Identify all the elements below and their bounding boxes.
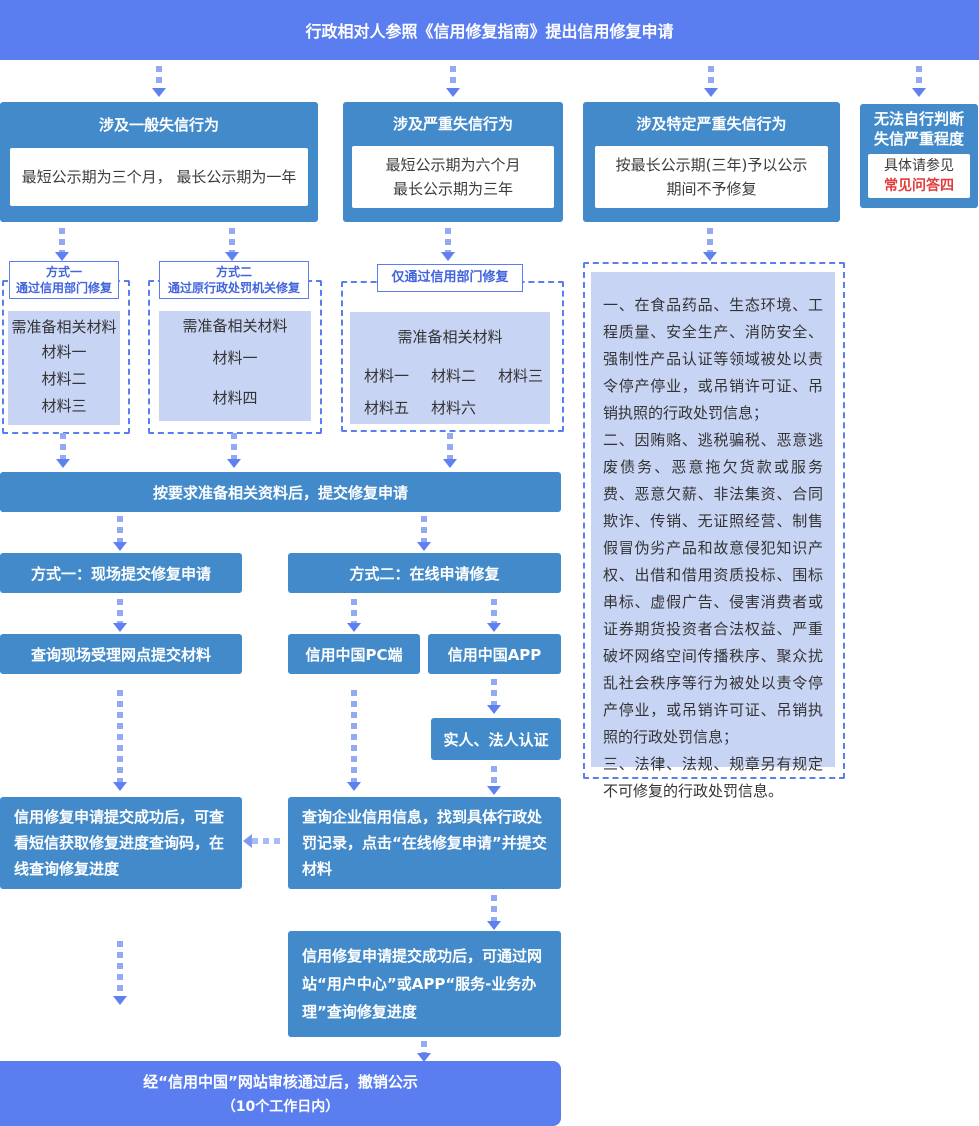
top-banner: 行政相对人参照《信用修复指南》提出信用修复申请 xyxy=(0,0,979,60)
arrow-down-icon xyxy=(491,679,497,705)
online-result-box: 信用修复申请提交成功后，可通过网站“用户中心”或APP“服务-业务办理”查询修复… xyxy=(288,931,561,1037)
column-body: 具体请参见 常见问答四 xyxy=(868,154,970,198)
column-title: 涉及一般失信行为 xyxy=(98,116,219,134)
arrow-left-icon xyxy=(252,838,284,844)
column-title: 无法自行判断 失信严重程度 xyxy=(873,110,964,148)
column-body: 按最长公示期(三年)予以公示 期间不予修复 xyxy=(595,146,828,208)
arrow-down-icon xyxy=(421,516,427,542)
notice-container xyxy=(583,262,845,779)
column-body: 最短公示期为六个月 最长公示期为三年 xyxy=(352,146,554,208)
arrow-down-icon xyxy=(351,690,357,782)
column-title: 涉及特定严重失信行为 xyxy=(636,115,787,133)
method2-materials: 需准备相关材料 材料一 材料四 xyxy=(159,311,311,421)
arrow-down-icon xyxy=(421,1041,427,1053)
arrow-down-icon xyxy=(708,66,714,88)
pc-box: 信用中国PC端 xyxy=(288,634,420,674)
notice-text: 一、在食品药品、生态环境、工程质量、安全生产、消防安全、强制性产品认证等领域被处… xyxy=(591,272,835,800)
offline-result-box: 信用修复申请提交成功后，可查看短信获取修复进度查询码，在线查询修复进度 xyxy=(0,797,242,889)
offline-step-box: 查询现场受理网点提交材料 xyxy=(0,634,242,674)
method3-materials: 需准备相关材料 材料一 材料二 材料三 材料五 材料六 xyxy=(350,312,550,424)
arrow-down-icon xyxy=(707,228,713,252)
method1-label: 方式一 通过信用部门修复 xyxy=(9,261,119,299)
arrow-down-icon xyxy=(60,433,66,459)
method1-materials: 需准备相关材料 材料一 材料二 材料三 xyxy=(8,311,120,425)
arrow-down-icon xyxy=(491,895,497,921)
column-body: 最短公示期为三个月， 最长公示期为一年 xyxy=(10,148,308,206)
arrow-down-icon xyxy=(117,690,123,782)
arrow-down-icon xyxy=(450,66,456,88)
arrow-down-icon xyxy=(351,599,357,623)
online-way-title: 方式二：在线申请修复 xyxy=(288,553,561,593)
arrow-down-icon xyxy=(916,66,922,88)
submit-bar: 按要求准备相关资料后，提交修复申请 xyxy=(0,472,561,512)
column-specific-serious-dishonesty: 涉及特定严重失信行为 按最长公示期(三年)予以公示 期间不予修复 xyxy=(583,102,840,222)
online-step-box: 查询企业信用信息，找到具体行政处罚记录，点击“在线修复申请”并提交材料 xyxy=(288,797,561,889)
arrow-down-icon xyxy=(117,599,123,623)
offline-way-title: 方式一：现场提交修复申请 xyxy=(0,553,242,593)
faq-link[interactable]: 常见问答四 xyxy=(884,178,954,194)
arrow-down-icon xyxy=(117,516,123,542)
column-title: 涉及严重失信行为 xyxy=(392,115,513,133)
method3-label: 仅通过信用部门修复 xyxy=(377,264,523,292)
arrow-down-icon xyxy=(156,66,162,88)
arrow-down-icon xyxy=(447,433,453,459)
arrow-down-icon xyxy=(231,433,237,459)
arrow-down-icon xyxy=(117,941,123,996)
arrow-down-icon xyxy=(491,599,497,623)
auth-box: 实人、法人认证 xyxy=(431,718,561,760)
materials-row: 材料一 材料二 材料三 xyxy=(364,367,544,385)
app-box: 信用中国APP xyxy=(428,634,561,674)
banner-title: 行政相对人参照《信用修复指南》提出信用修复申请 xyxy=(305,22,674,41)
footer-bar: 经“信用中国”网站审核通过后，撤销公示 （10个工作日内） xyxy=(0,1061,561,1126)
column-general-dishonesty: 涉及一般失信行为 最短公示期为三个月， 最长公示期为一年 xyxy=(0,102,318,222)
arrow-down-icon xyxy=(229,228,235,252)
arrow-down-icon xyxy=(491,766,497,786)
column-cannot-judge: 无法自行判断 失信严重程度 具体请参见 常见问答四 xyxy=(860,104,978,208)
method2-label: 方式二 通过原行政处罚机关修复 xyxy=(159,261,309,299)
arrow-down-icon xyxy=(445,228,451,252)
column-serious-dishonesty: 涉及严重失信行为 最短公示期为六个月 最长公示期为三年 xyxy=(343,102,563,222)
arrow-down-icon xyxy=(59,228,65,252)
materials-row: 材料五 材料六 xyxy=(364,399,477,417)
